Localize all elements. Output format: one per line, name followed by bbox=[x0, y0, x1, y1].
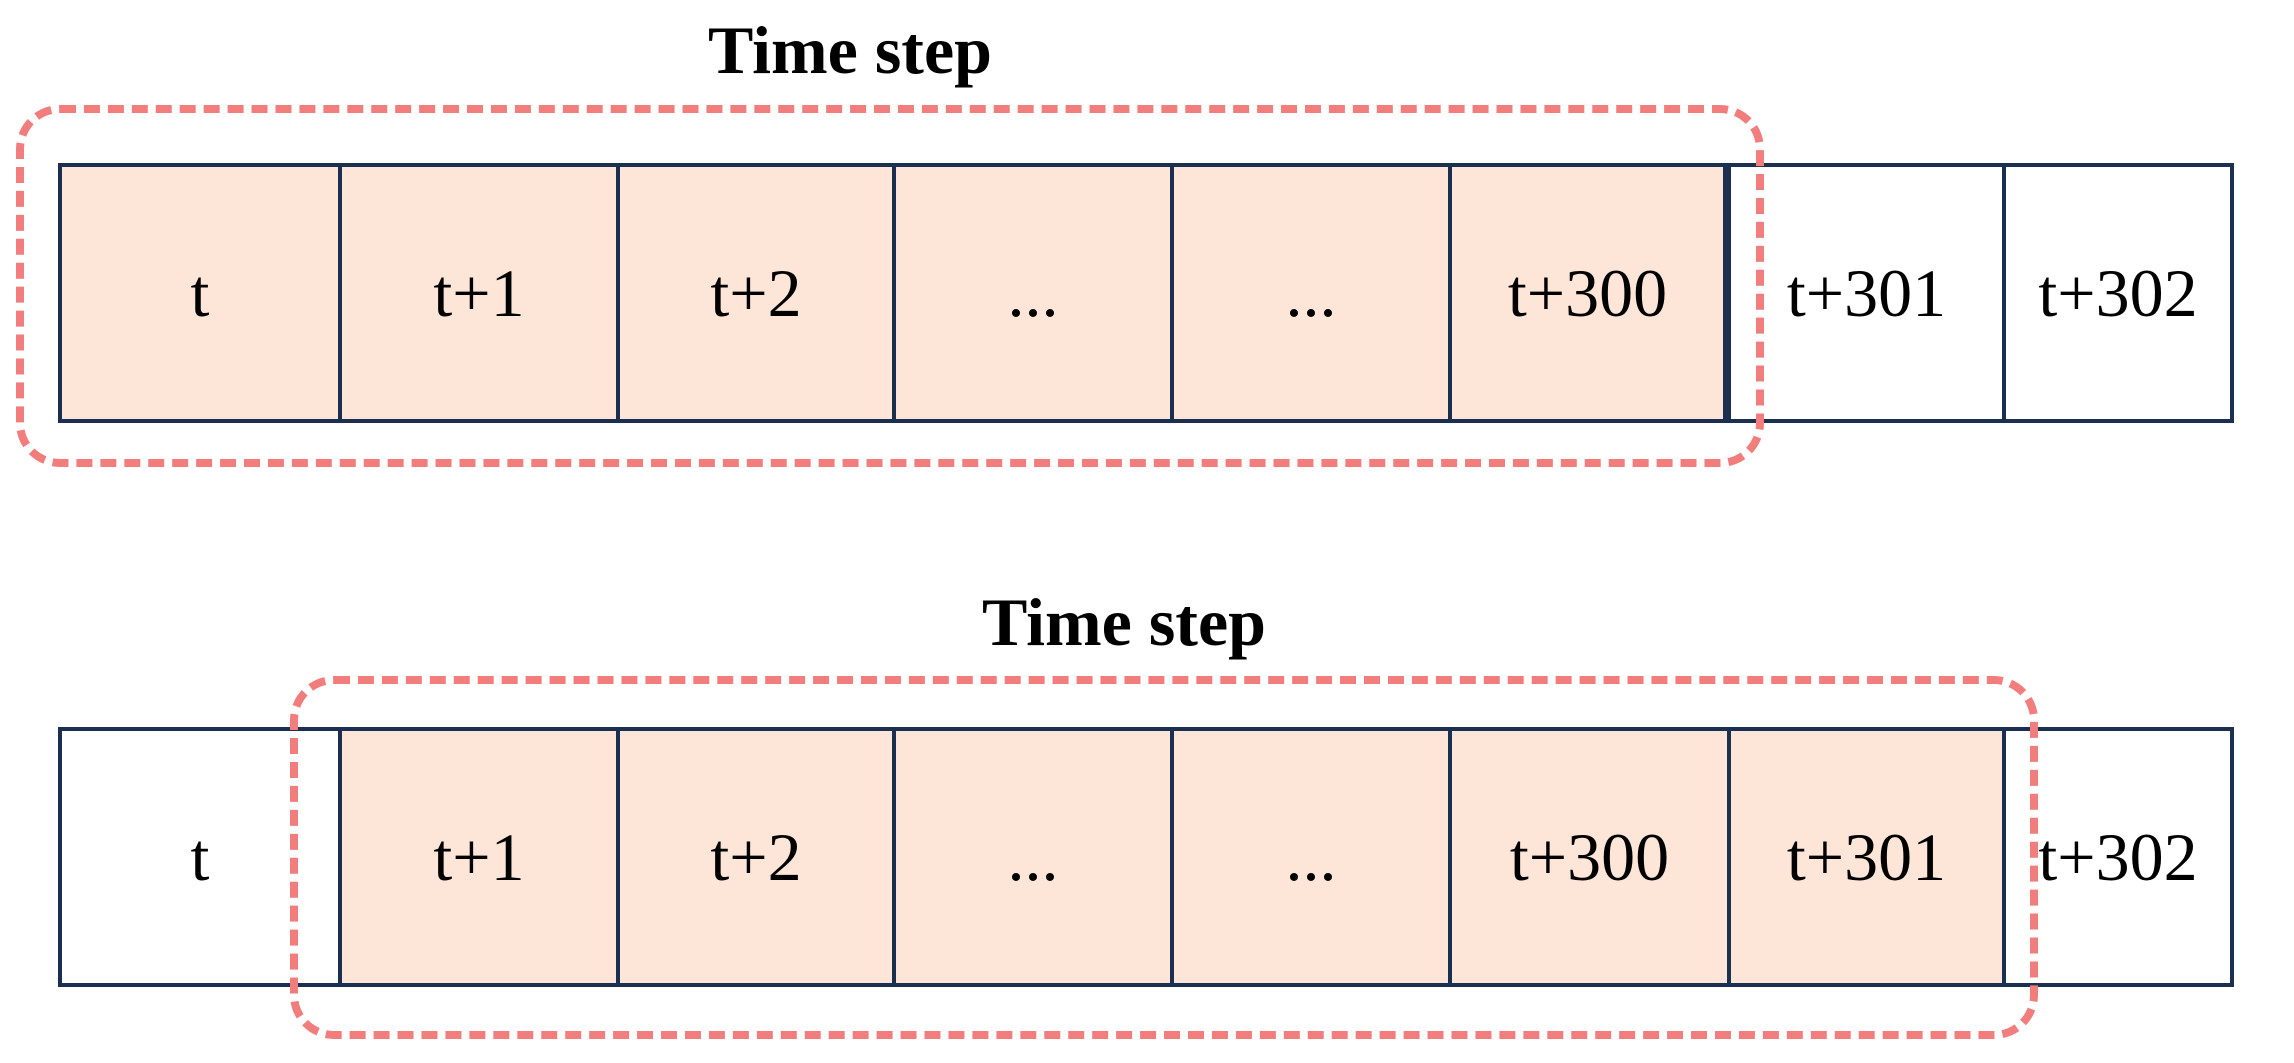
panel-2-cell-ellipsis-2: ... bbox=[1174, 731, 1452, 983]
panel-2-cell-t-plus-301: t+301 bbox=[1731, 731, 2006, 983]
panel-2-cell-t-plus-300: t+300 bbox=[1452, 731, 1731, 983]
panel-1-title: Time step bbox=[708, 12, 992, 88]
panel-2-title: Time step bbox=[982, 584, 1266, 660]
panel-1-cell-ellipsis-2: ... bbox=[1174, 167, 1452, 419]
panel-1-cell-t-plus-1: t+1 bbox=[342, 167, 620, 419]
panel-1-cell-t: t bbox=[62, 167, 342, 419]
panel-1-cell-t-plus-301: t+301 bbox=[1731, 167, 2006, 419]
panel-1-cell-t-plus-2: t+2 bbox=[620, 167, 896, 419]
panel-2-cell-t-plus-302: t+302 bbox=[2006, 731, 2230, 983]
panel-2-cell-t: t bbox=[62, 731, 342, 983]
panel-2-cell-t-plus-1: t+1 bbox=[342, 731, 620, 983]
panel-1-cell-t-plus-302: t+302 bbox=[2006, 167, 2230, 419]
panel-2-cell-ellipsis-1: ... bbox=[896, 731, 1174, 983]
panel-1-sequence: t t+1 t+2 ... ... t+300 t+301 t+302 bbox=[58, 163, 2234, 423]
panel-2-sequence: t t+1 t+2 ... ... t+300 t+301 t+302 bbox=[58, 727, 2234, 987]
panel-2-cell-t-plus-2: t+2 bbox=[620, 731, 896, 983]
panel-1-cell-ellipsis-1: ... bbox=[896, 167, 1174, 419]
panel-1-cell-t-plus-300: t+300 bbox=[1452, 167, 1731, 419]
